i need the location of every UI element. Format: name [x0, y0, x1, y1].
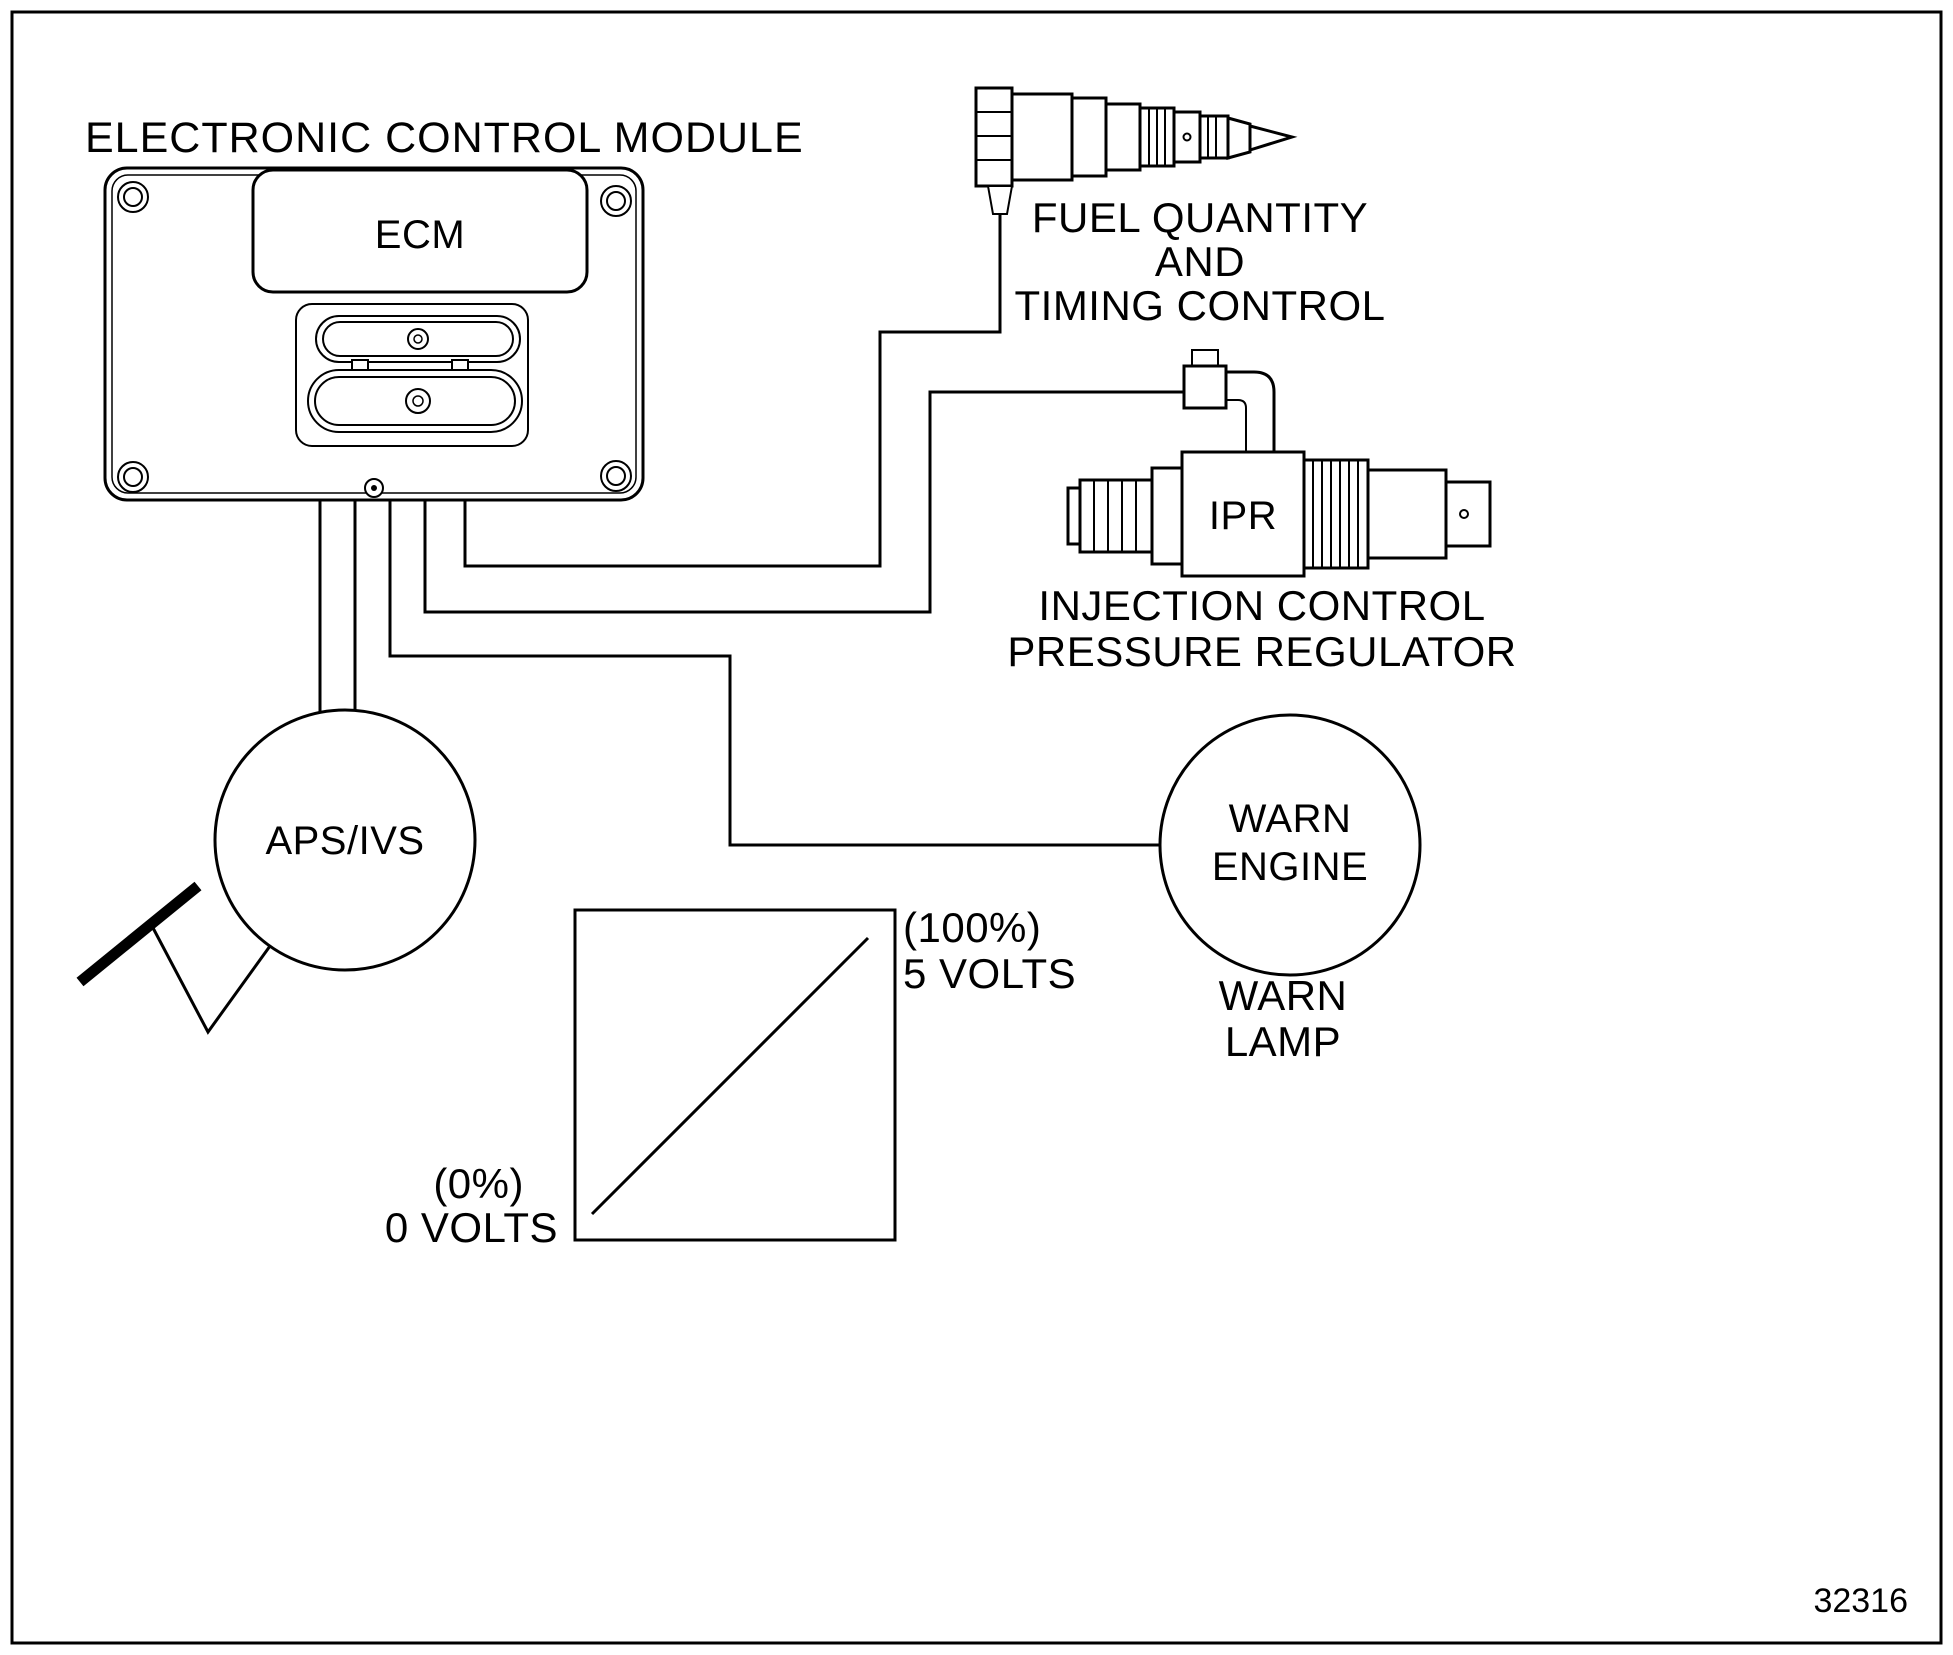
injector-body-4: [1172, 110, 1202, 164]
aps-sensor: APS/IVS: [76, 708, 477, 1035]
ecm-connector-tab-right: [451, 359, 469, 371]
injector-ribbed-2: [1198, 114, 1230, 160]
fuel-control-caption: FUEL QUANTITY AND TIMING CONTROL: [1015, 194, 1386, 329]
injector-terminal-tab: [986, 185, 1014, 215]
injector-body-1: [1010, 92, 1074, 182]
wires: [318, 214, 1184, 847]
ecm-module: ECM: [103, 166, 645, 502]
diagram-title: ELECTRONIC CONTROL MODULE: [85, 114, 804, 162]
injector-body-3: [1104, 102, 1142, 172]
warn-engine-line2: ENGINE: [1212, 845, 1368, 889]
ipr-valve: IPR: [1066, 349, 1492, 578]
graph-max-volts: 5 VOLTS: [903, 950, 1076, 997]
ecm-screw-top-left: [117, 181, 149, 213]
fuel-caption-line3: TIMING CONTROL: [1015, 282, 1386, 329]
wire-ecm-to-ipr: [423, 390, 1184, 614]
ipr-left-cap: [1066, 486, 1082, 546]
injector-body-2: [1070, 96, 1108, 178]
fuel-caption-line1: FUEL QUANTITY: [1032, 194, 1368, 241]
ipr-elbow-inner: [1226, 399, 1247, 452]
ecm-slot1-screw: [407, 328, 429, 350]
warn-lamp-caption: WARN LAMP: [1219, 972, 1348, 1065]
ecm-connector-tab-left: [351, 359, 369, 371]
fuel-injector: [974, 86, 1298, 215]
ipr-connector-box: [1182, 364, 1228, 410]
ecm-mount-hole-bottom: [364, 478, 384, 498]
aps-pedal-lever: [150, 925, 272, 1035]
ecm-name-plate: [251, 168, 589, 294]
injector-taper: [1226, 116, 1252, 160]
ecm-connector-block: [295, 303, 529, 447]
ecm-connector-slot2-inner: [314, 376, 516, 426]
ipr-caption-line2: PRESSURE REGULATOR: [1007, 628, 1516, 675]
ecm-label: ECM: [375, 213, 465, 257]
wire-ecm-to-warn-lamp: [388, 500, 1160, 847]
fuel-caption-line2: AND: [1155, 238, 1245, 285]
ipr-right-cylinder: [1366, 468, 1448, 560]
warn-lamp-circle: [1158, 713, 1422, 977]
aps-pedal-plate: [76, 881, 202, 987]
aps-label: APS/IVS: [265, 819, 424, 863]
voltage-graph: (100%) 5 VOLTS (0%) 0 VOLTS: [385, 904, 1076, 1251]
ecm-screw-bottom-right: [600, 460, 632, 492]
ipr-label: IPR: [1209, 494, 1277, 538]
ecm-slot2-screw: [405, 388, 431, 414]
warn-lamp-caption-line1: WARN: [1219, 972, 1348, 1019]
ipr-left-cylinder: [1078, 478, 1154, 554]
injector-needle-tip: [1248, 124, 1298, 153]
ecm-screw-top-right: [600, 185, 632, 217]
ecm-connector-slot1-inner: [322, 321, 514, 357]
page-border: [10, 10, 1943, 1645]
ipr-dot: [1459, 509, 1469, 519]
warn-lamp-caption-line2: LAMP: [1225, 1018, 1341, 1065]
graph-min-percent: (0%): [433, 1160, 524, 1207]
graph-max-percent: (100%): [903, 904, 1041, 951]
ipr-caption-line1: INJECTION CONTROL: [1038, 582, 1485, 629]
ipr-connector-nub: [1191, 349, 1219, 367]
warn-engine-lamp: WARN ENGINE: [1158, 713, 1422, 977]
figure-number: 32316: [1813, 1582, 1908, 1620]
wire-ecm-to-injector: [463, 214, 1002, 568]
warn-engine-line1: WARN: [1229, 797, 1352, 841]
ipr-elbow-outer: [1226, 370, 1276, 452]
injector-dot: [1182, 132, 1192, 142]
ipr-caption: INJECTION CONTROL PRESSURE REGULATOR: [1007, 582, 1516, 675]
aps-circle: [213, 708, 477, 972]
ecm-screw-bottom-left: [117, 461, 149, 493]
graph-diagonal-line: [590, 936, 870, 1216]
ipr-left-collar: [1150, 466, 1184, 566]
graph-min-volts: 0 VOLTS: [385, 1204, 558, 1251]
